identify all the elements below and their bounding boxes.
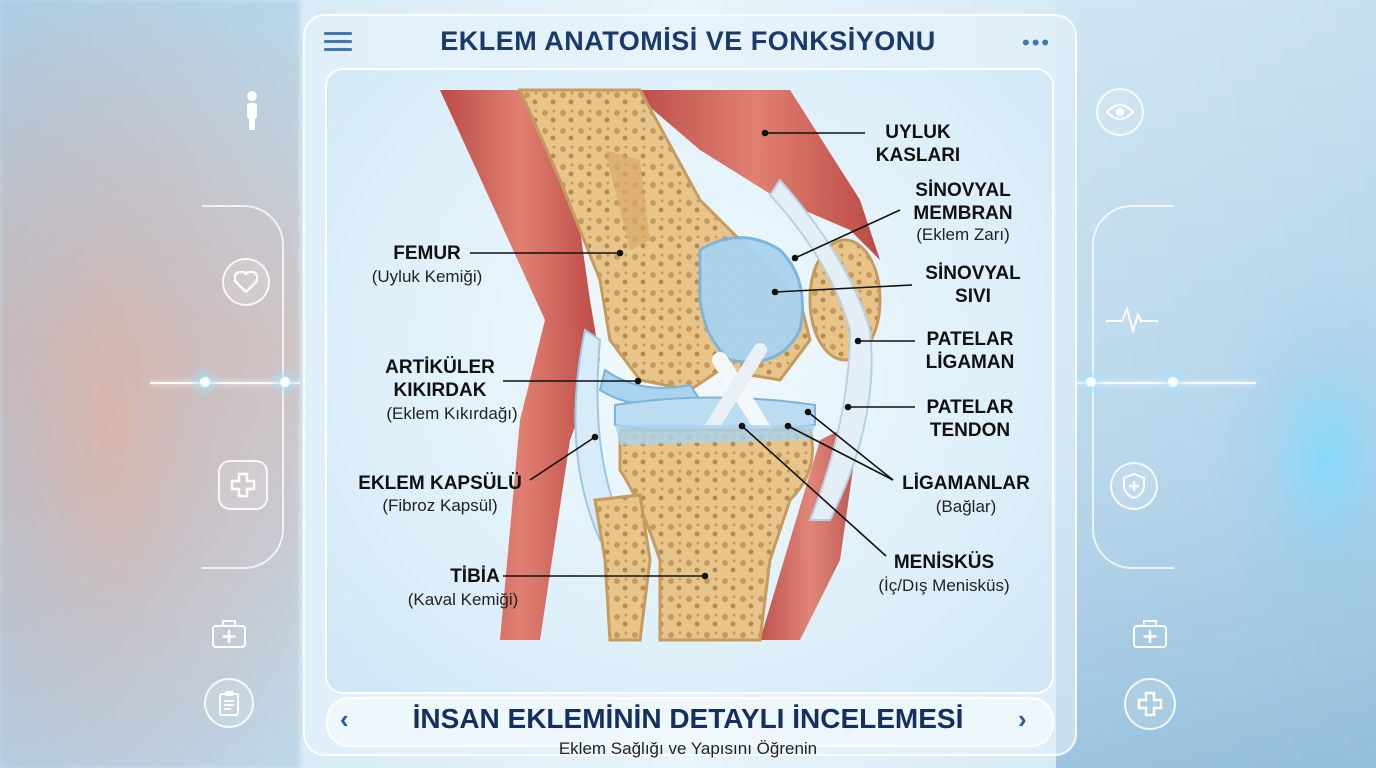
left-side-frame (202, 205, 284, 569)
caption-title: İNSAN EKLEMİNİN DETAYLI İNCELEMESİ (412, 703, 964, 734)
next-arrow-button[interactable]: › (1018, 704, 1027, 734)
label-synovial-membrane-sub: (Eklem Zarı) (916, 225, 1010, 244)
person-icon[interactable] (230, 88, 274, 132)
menu-icon[interactable] (324, 32, 352, 52)
label-cartilage-2: KIKIRDAK (393, 380, 487, 401)
medical-cross-icon[interactable] (218, 460, 268, 510)
label-meniscus-sub: (İç/Dış Menisküs) (878, 576, 1010, 595)
label-thigh-muscles-1: UYLUK (885, 122, 951, 143)
heartbeat-icon[interactable] (1106, 296, 1158, 340)
caption-subtitle: Eklem Sağlığı ve Yapısını Öğrenin (558, 739, 818, 758)
label-meniscus: MENİSKÜS (893, 552, 995, 573)
label-patellar-ligament-1: PATELAR (926, 329, 1014, 350)
clipboard-icon[interactable] (204, 678, 254, 728)
right-glow-dot-2 (1168, 377, 1178, 387)
eye-icon[interactable] (1096, 88, 1144, 136)
right-glow-dot (1086, 377, 1096, 387)
leader-ligaments-2 (787, 425, 894, 481)
thigh-muscle-right (630, 90, 880, 260)
tibia-bone (618, 428, 814, 642)
label-tibia: TİBİA (450, 566, 500, 587)
leader-femur-dot (616, 249, 624, 257)
fibula-bone (593, 493, 652, 642)
label-cartilage-1: ARTİKÜLER (385, 357, 495, 378)
joint-capsule (574, 328, 622, 542)
heart-icon[interactable] (222, 258, 270, 306)
left-glow-dot (200, 377, 210, 387)
leader-synovial-fluid (774, 284, 913, 293)
articular-cartilage (698, 236, 804, 364)
medical-cross-icon-right[interactable] (1124, 678, 1176, 730)
leader-ligaments-1 (807, 411, 894, 481)
first-aid-kit-icon-right[interactable] (1128, 612, 1172, 656)
page-title: EKLEM ANATOMİSİ VE FONKSİYONU (440, 26, 936, 56)
bottom-caption-bar (326, 697, 1054, 747)
label-femur: FEMUR (393, 243, 461, 264)
label-capsule: EKLEM KAPSÜLÜ (358, 473, 522, 494)
label-femur-sub: (Uyluk Kemiği) (371, 267, 483, 286)
previous-arrow-button[interactable]: ‹ (340, 704, 349, 734)
cruciate-ligament-2 (703, 343, 767, 437)
label-synovial-membrane-1: SİNOVYAL (915, 180, 1011, 201)
label-synovial-membrane-2: MEMBRAN (913, 203, 1013, 224)
femur-shaft-hollow (605, 150, 650, 250)
right-glow-line (1076, 382, 1256, 384)
label-capsule-sub: (Fibroz Kapsül) (382, 496, 498, 515)
label-patellar-ligament-2: LİGAMAN (925, 352, 1015, 373)
right-side-frame (1092, 205, 1174, 569)
left-glow-line (150, 382, 300, 384)
left-glow-dot-2 (280, 377, 290, 387)
label-synovial-fluid-2: SIVI (955, 286, 991, 307)
label-patellar-tendon-1: PATELAR (926, 397, 1014, 418)
thigh-muscle-left (440, 90, 600, 640)
first-aid-kit-icon[interactable] (207, 612, 251, 656)
label-patellar-tendon-2: TENDON (929, 420, 1011, 441)
shield-icon[interactable] (1110, 462, 1158, 510)
leader-lines (470, 129, 915, 580)
leader-meniscus (741, 425, 887, 557)
label-thigh-muscles-2: KASLARI (875, 145, 961, 166)
label-cartilage-sub: (Eklem Kıkırdağı) (386, 404, 518, 423)
more-options-icon[interactable]: ••• (1022, 30, 1052, 55)
label-ligaments-sub: (Bağlar) (935, 497, 997, 516)
leader-synovial-membrane (794, 209, 901, 259)
label-ligaments: LİGAMANLAR (902, 473, 1030, 494)
tibia-cartilage (615, 425, 815, 445)
label-tibia-sub: (Kaval Kemiği) (407, 590, 519, 609)
label-synovial-fluid-1: SİNOVYAL (925, 263, 1021, 284)
leader-capsule (529, 436, 596, 481)
